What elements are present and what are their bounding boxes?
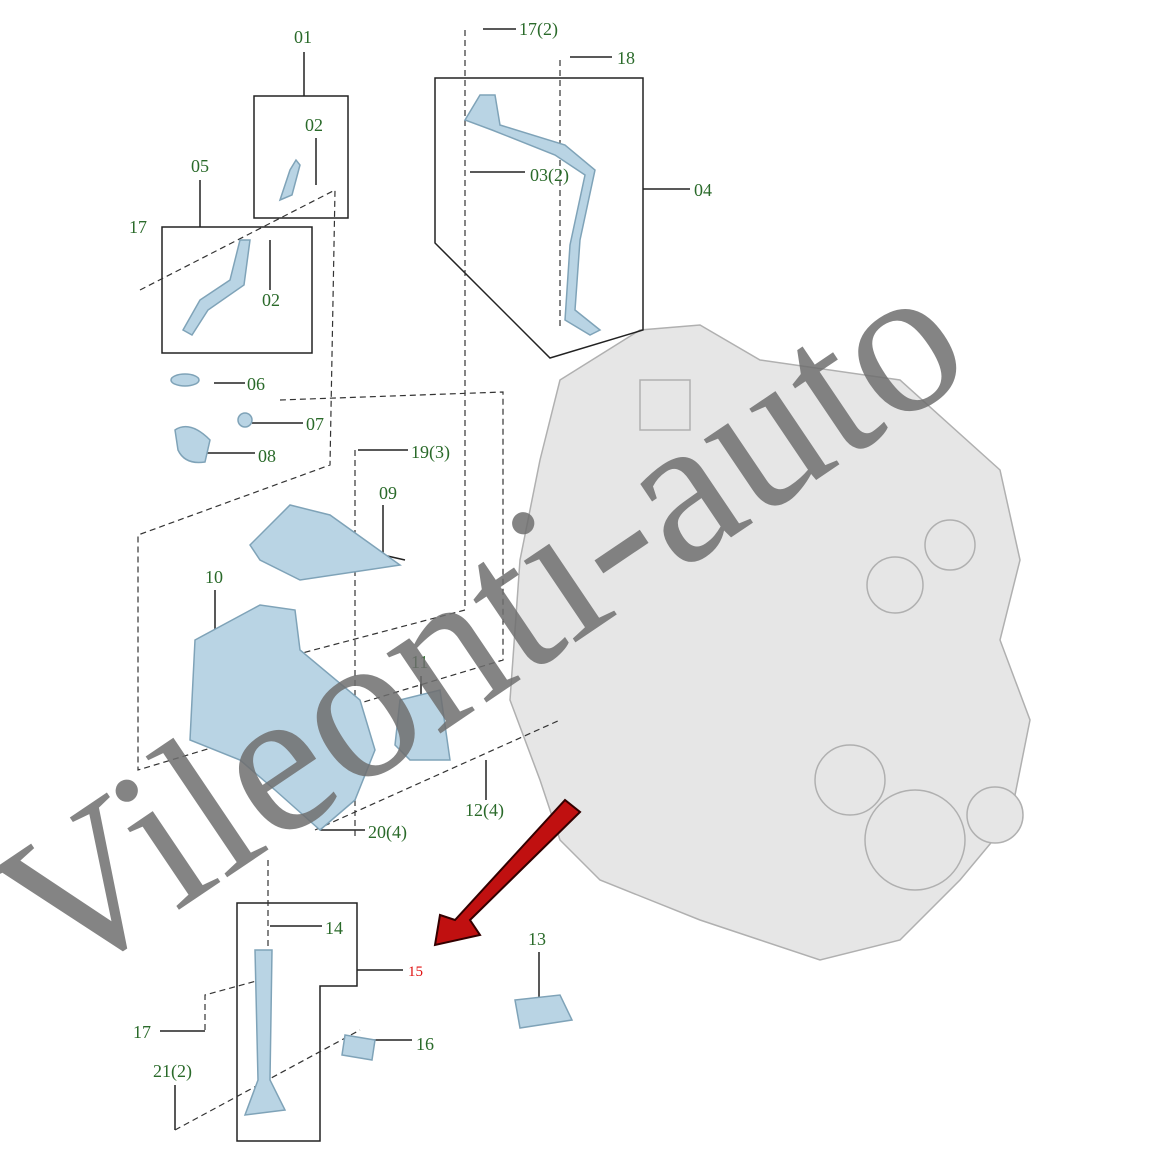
callout-03-2: 03(2) — [530, 165, 569, 186]
callout-21-2: 21(2) — [153, 1061, 192, 1082]
callout-16: 16 — [416, 1034, 434, 1054]
callout-19-3: 19(3) — [411, 442, 450, 463]
callout-17-2: 17(2) — [519, 19, 558, 40]
callout-10: 10 — [205, 567, 223, 587]
group-boxes — [160, 28, 690, 1142]
highlight-arrow — [433, 798, 582, 947]
callout-13: 13 — [528, 929, 546, 949]
callout-14: 14 — [325, 918, 343, 938]
callout-17: 17 — [129, 217, 147, 237]
callout-02: 02 — [262, 290, 280, 310]
callout-06: 06 — [247, 374, 265, 394]
engine-illustration — [509, 324, 1031, 961]
callout-labels: 01 02 05 17 02 06 07 08 17(2) 18 03(2) 0… — [129, 19, 712, 1082]
callout-04: 04 — [694, 180, 712, 200]
callout-05: 05 — [191, 156, 209, 176]
callout-07: 07 — [306, 414, 324, 434]
parts — [170, 94, 602, 1116]
callout-02: 02 — [305, 115, 323, 135]
callout-09: 09 — [379, 483, 397, 503]
callout-18: 18 — [617, 48, 635, 68]
callout-20-4: 20(4) — [368, 822, 407, 843]
callout-15: 15 — [408, 964, 423, 980]
callout-17: 17 — [133, 1022, 151, 1042]
callout-12-4: 12(4) — [465, 800, 504, 821]
callout-08: 08 — [258, 446, 276, 466]
callout-11: 11 — [411, 652, 428, 672]
callout-01: 01 — [294, 27, 312, 47]
